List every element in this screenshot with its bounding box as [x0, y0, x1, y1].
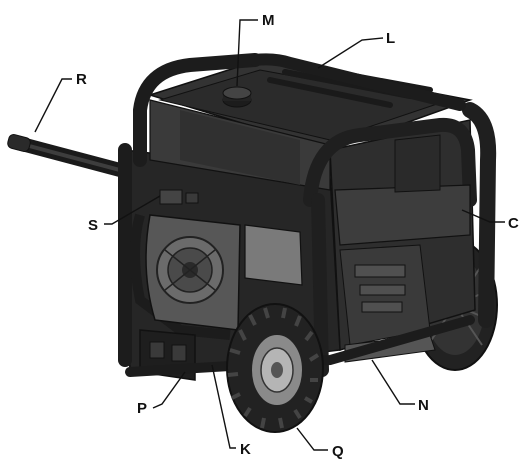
callout-m: M: [262, 12, 275, 29]
front-wheel: [226, 303, 324, 433]
leader-lines: [34, 19, 505, 451]
callout-n: N: [418, 397, 429, 414]
callout-labels: M L R S C N P K Q: [76, 12, 519, 460]
callout-s: S: [88, 217, 98, 234]
callout-l: L: [386, 30, 395, 47]
callout-r: R: [76, 71, 87, 88]
callout-q: Q: [332, 443, 344, 460]
callout-p: P: [137, 400, 147, 417]
callout-c: C: [508, 215, 519, 232]
callout-k: K: [240, 441, 251, 458]
